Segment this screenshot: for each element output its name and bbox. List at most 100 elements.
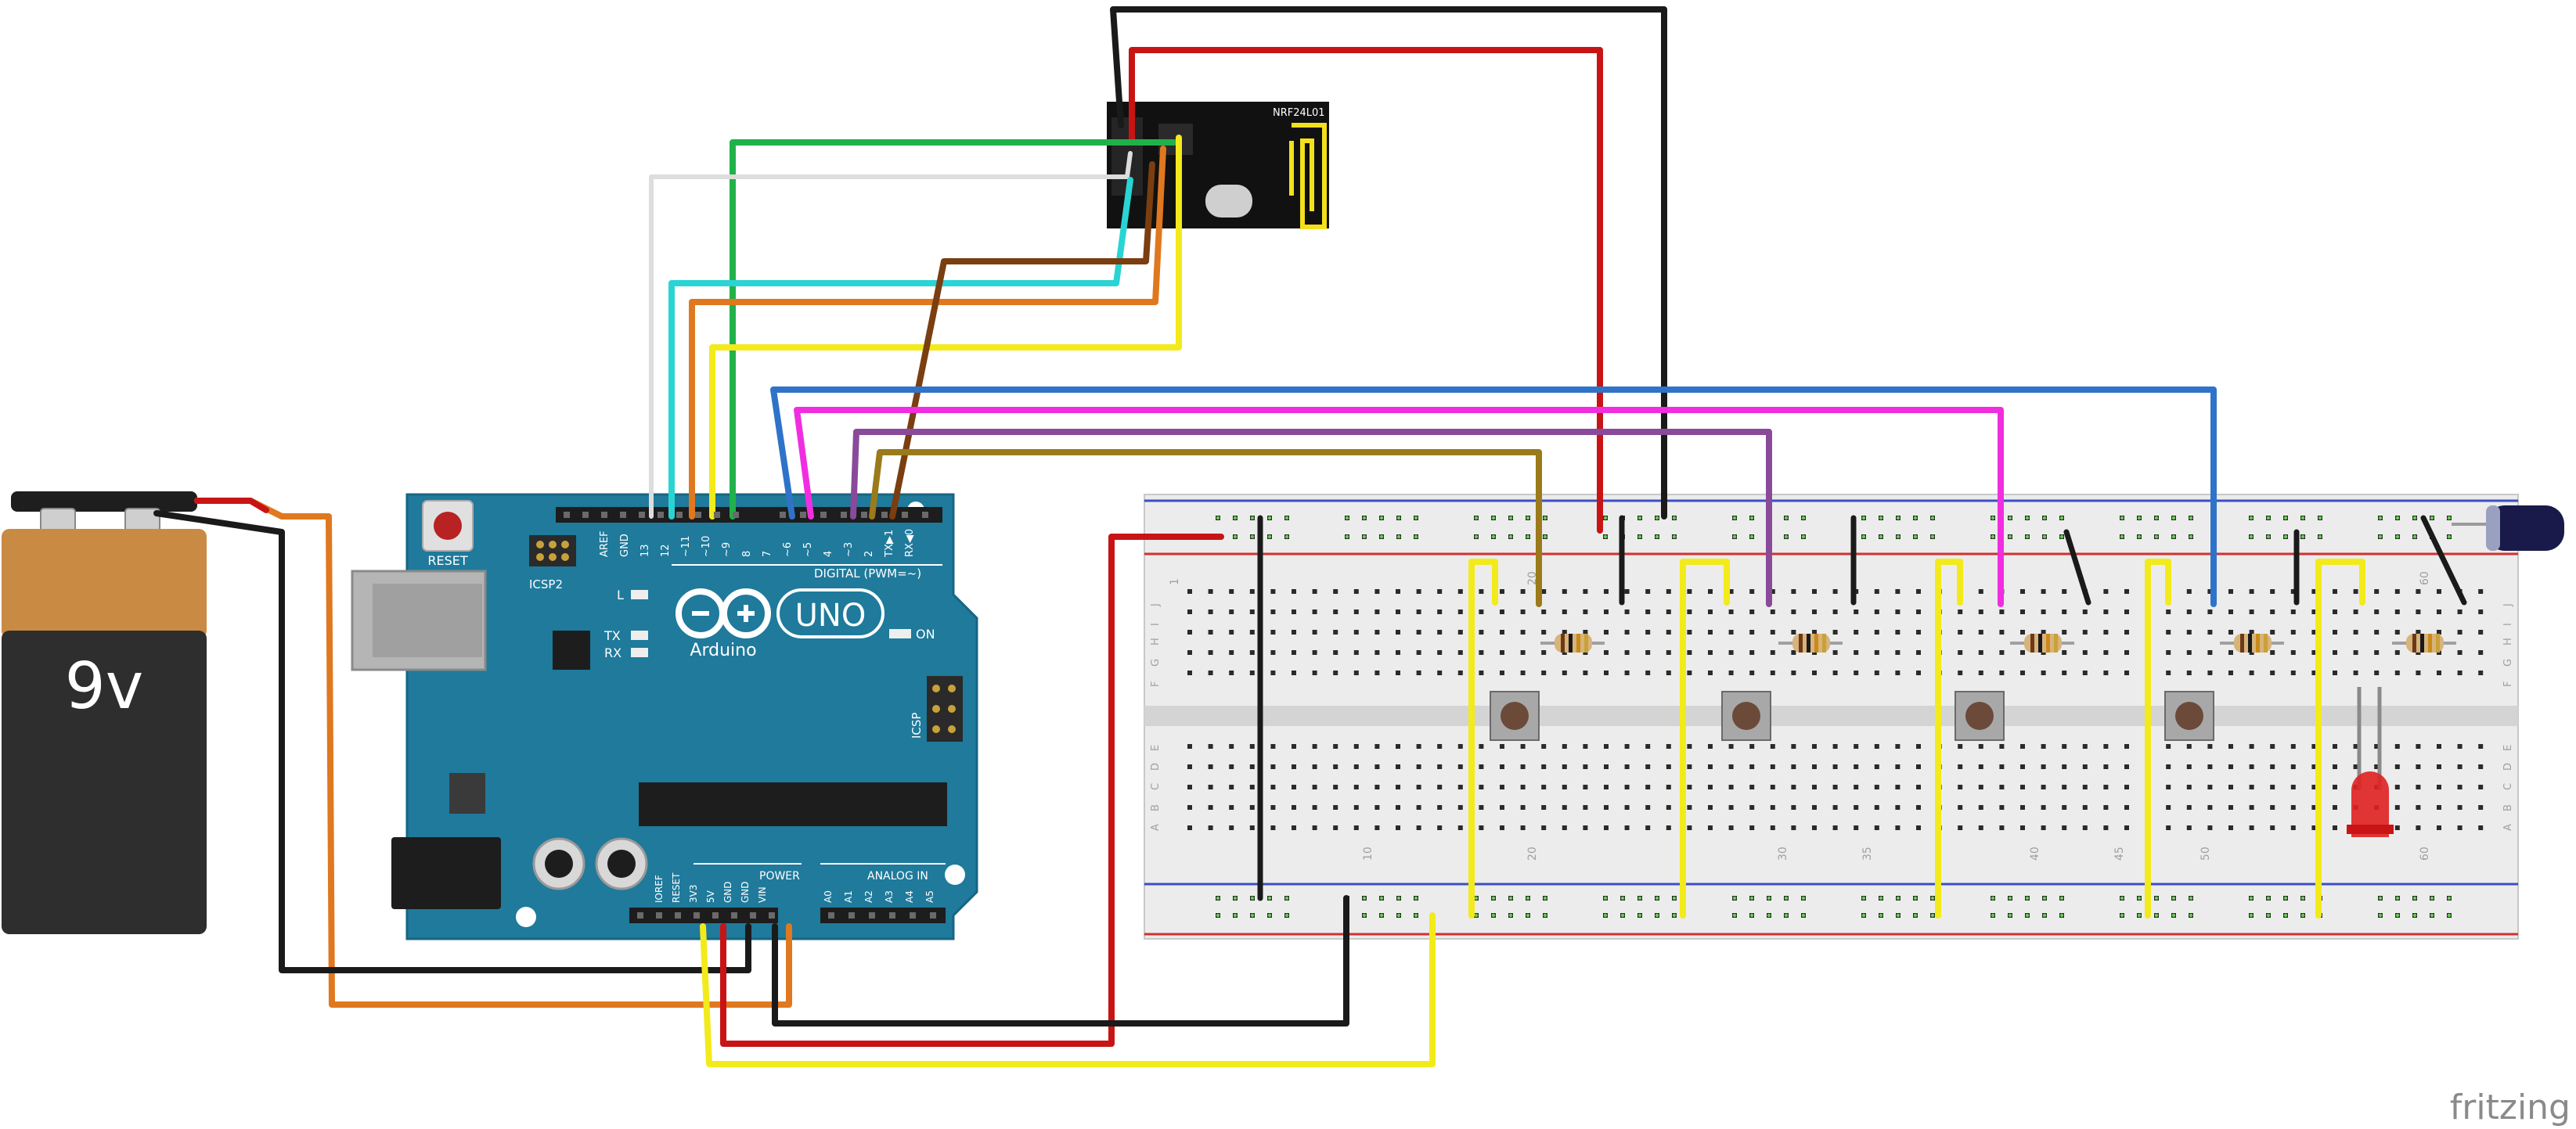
breadboard-hole <box>1978 785 1983 789</box>
breadboard-hole <box>2478 764 2484 769</box>
breadboard-hole <box>1374 785 1380 789</box>
rail-hole-connected <box>1250 913 1255 918</box>
breadboard-hole <box>1916 650 1921 655</box>
rail-hole-connected <box>1913 534 1918 539</box>
breadboard-hole <box>1604 785 1609 789</box>
breadboard-hole <box>2457 630 2463 635</box>
rail-hole-connected <box>1896 913 1900 918</box>
breadboard-hole <box>2249 609 2254 614</box>
breadboard-hole <box>2270 764 2275 769</box>
pin-label: RESET <box>671 872 682 903</box>
breadboard-hole <box>1208 825 1213 830</box>
rail-hole-connected <box>1474 913 1479 918</box>
breadboard-hole <box>2062 650 2067 655</box>
breadboard-hole <box>1874 630 1879 635</box>
breadboard-hole <box>2290 589 2296 594</box>
breadboard-hole <box>1812 805 1817 810</box>
rail-hole-connected <box>1879 913 1883 918</box>
wire-radio-gnd <box>1110 6 1667 520</box>
reset-button-cap <box>434 512 462 540</box>
rail-hole-connected <box>1861 896 1866 901</box>
breadboard-hole <box>1812 609 1817 614</box>
breadboard-hole <box>2062 744 2067 749</box>
breadboard-hole <box>1520 744 1526 749</box>
electrolytic-capacitor <box>2452 505 2564 551</box>
breadboard-hole <box>2374 744 2380 749</box>
breadboard-hole <box>2270 805 2275 810</box>
breadboard-hole <box>1687 764 1692 769</box>
breadboard-hole <box>1416 650 1421 655</box>
rail-hole-connected <box>2378 534 2383 539</box>
col-number-bottom: 40 <box>2029 847 2041 861</box>
breadboard-hole <box>1416 825 1421 830</box>
breadboard-hole <box>2062 764 2067 769</box>
breadboard-hole <box>1500 650 1504 655</box>
col-number-bottom: 35 <box>1861 847 1874 861</box>
rail-hole-connected <box>1284 913 1289 918</box>
breadboard-hole <box>2041 744 2046 749</box>
rail-hole-connected <box>1801 534 1806 539</box>
breadboard-hole <box>1958 825 1963 830</box>
breadboard-hole <box>1583 589 1588 594</box>
col-number-bottom: 45 <box>2113 847 2126 861</box>
breadboard-hole <box>1999 671 2005 675</box>
rail-hole-connected <box>1861 534 1866 539</box>
breadboard-hole <box>1292 744 1296 749</box>
battery-terminals <box>40 508 160 533</box>
breadboard-hole <box>1583 609 1588 614</box>
pin-label: ~10 <box>701 536 712 557</box>
breadboard-hole <box>1999 609 2005 614</box>
rail-hole-connected <box>2395 913 2400 918</box>
breadboard-hole <box>1479 744 1484 749</box>
breadboard-hole <box>1645 630 1651 635</box>
breadboard-hole <box>1645 609 1651 614</box>
breadboard-hole <box>1916 764 1921 769</box>
breadboard-hole <box>1541 785 1547 789</box>
rail-hole-connected <box>1379 534 1384 539</box>
wire-radio-d11 <box>689 146 1166 520</box>
rail-hole-connected <box>2430 516 2434 520</box>
breadboard-hole <box>2082 825 2088 830</box>
breadboard-hole <box>1333 671 1338 675</box>
breadboard-hole <box>1687 825 1692 830</box>
breadboard-hole <box>1437 650 1443 655</box>
breadboard-hole <box>1624 744 1630 749</box>
breadboard-hole <box>1916 589 1921 594</box>
breadboard-hole <box>1312 650 1317 655</box>
header-pin <box>869 912 875 919</box>
breadboard-hole <box>2311 609 2317 614</box>
breadboard-hole <box>1916 671 1921 675</box>
rail-hole-connected <box>1732 534 1737 539</box>
breadboard-hole <box>1187 630 1192 635</box>
pin-label: A0 <box>823 890 834 903</box>
breadboard-hole <box>2416 609 2421 614</box>
row-letter: I <box>1150 623 1162 626</box>
rail-hole-connected <box>1250 896 1255 901</box>
rail-hole-connected <box>2266 913 2271 918</box>
breadboard-hole <box>1541 630 1547 635</box>
rail-hole-connected <box>1913 896 1918 901</box>
breadboard-hole <box>1666 650 1671 655</box>
breadboard-hole <box>1895 805 1900 810</box>
breadboard-hole <box>1874 609 1879 614</box>
breadboard-hole <box>2166 630 2171 635</box>
breadboard-hole <box>2353 671 2358 675</box>
header-pin <box>564 512 570 518</box>
rail-hole-connected <box>1620 896 1625 901</box>
breadboard-hole <box>2228 764 2233 769</box>
breadboard-hole <box>1562 609 1567 614</box>
breadboard-hole <box>2311 630 2317 635</box>
breadboard-hole <box>1770 671 1775 675</box>
breadboard-hole <box>1500 589 1504 594</box>
header-pin <box>828 912 834 919</box>
breadboard-hole <box>2457 785 2463 789</box>
rail-hole-connected <box>1930 534 1935 539</box>
rail-hole-connected <box>2008 516 2012 520</box>
breadboard-hole <box>2374 764 2380 769</box>
rail-hole-connected <box>1767 896 1771 901</box>
breadboard-hole <box>1374 650 1380 655</box>
breadboard-hole <box>2207 671 2213 675</box>
breadboard-hole <box>1479 805 1484 810</box>
breadboard-hole <box>2333 671 2337 675</box>
